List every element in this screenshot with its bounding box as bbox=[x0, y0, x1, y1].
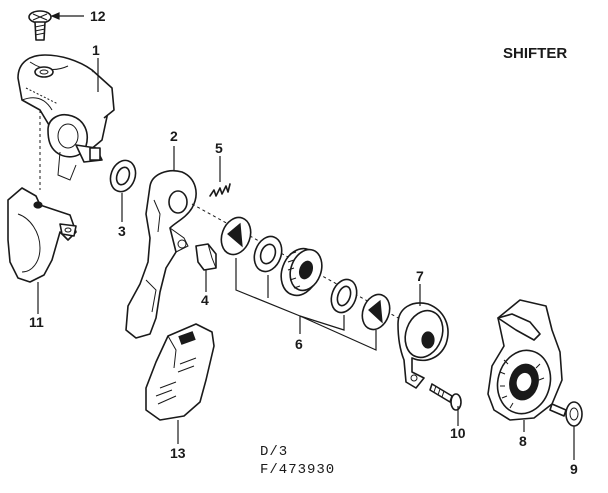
part-9-thumb-screw bbox=[549, 401, 583, 460]
part-2-shift-lever bbox=[125, 146, 197, 339]
part-7-indicator-plate bbox=[397, 284, 449, 389]
label-part-10: 10 bbox=[450, 425, 466, 441]
label-part-4: 4 bbox=[201, 292, 209, 308]
label-part-1: 1 bbox=[92, 42, 100, 58]
part-13-cover-label bbox=[145, 323, 215, 444]
label-part-3: 3 bbox=[118, 223, 126, 239]
label-part-5: 5 bbox=[215, 140, 223, 156]
label-part-6: 6 bbox=[295, 336, 303, 352]
diagram-code-line-2: F/473930 bbox=[260, 462, 335, 478]
part-12-screw bbox=[28, 10, 84, 41]
label-part-2: 2 bbox=[170, 128, 178, 144]
part-6-washer-set bbox=[220, 216, 391, 351]
label-part-9: 9 bbox=[570, 461, 578, 477]
label-part-11: 11 bbox=[29, 314, 44, 330]
label-part-12: 12 bbox=[90, 8, 106, 24]
part-11-clamp-band bbox=[7, 187, 77, 314]
part-1-shifter-body bbox=[17, 54, 115, 190]
label-part-13: 13 bbox=[170, 445, 186, 461]
diagram-code-line-1: D/3 bbox=[260, 444, 288, 460]
part-8-cover-housing bbox=[487, 299, 563, 432]
label-part-8: 8 bbox=[519, 433, 527, 449]
part-4-pawl-clip bbox=[195, 243, 217, 292]
part-5-spring bbox=[209, 156, 231, 197]
part-10-screw bbox=[429, 383, 462, 426]
part-3-washer bbox=[109, 159, 137, 222]
label-part-7: 7 bbox=[416, 268, 424, 284]
diagram-title: SHIFTER bbox=[503, 45, 567, 62]
